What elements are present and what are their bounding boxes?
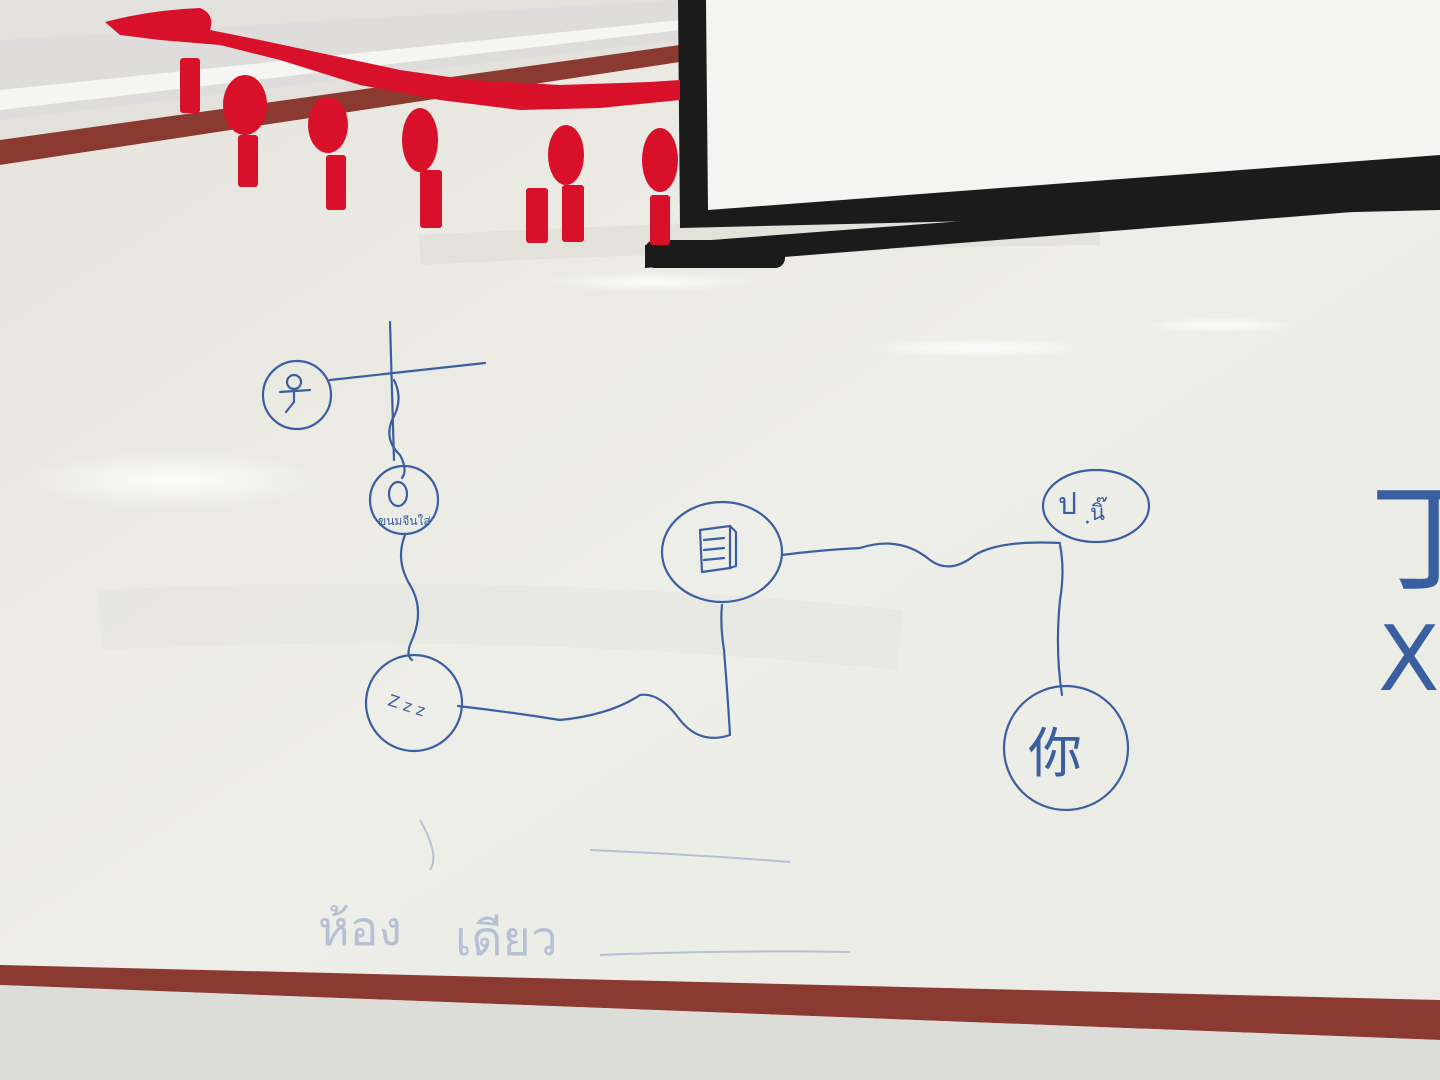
thai-character-pa: ป [1058, 487, 1077, 522]
edge-glyph-top: 丁 [1370, 470, 1440, 609]
node-food [368, 464, 440, 536]
building-icon [698, 524, 738, 574]
projector-screen [645, 0, 1440, 268]
stick-figure-icon [278, 373, 312, 414]
wavy-path-left [399, 533, 420, 662]
node-thai-word [1041, 468, 1151, 544]
horizontal-road [328, 361, 487, 382]
wavy-path-bottom [456, 603, 732, 739]
wavy-path-middle [780, 541, 1062, 568]
food-caption: ขนมจีนใส่ [378, 514, 431, 528]
red-paper-decoration [105, 8, 680, 245]
whiteboard-surface [0, 60, 1440, 1000]
wavy-path-right [1056, 543, 1064, 697]
light-reflection [25, 450, 325, 510]
ghost-word-2: เดียว [455, 911, 558, 967]
thai-character-ni: ฺนิ๊ [1085, 496, 1108, 526]
board-frame-bottom [0, 965, 1440, 1040]
ghost-word-1: ห้อง [318, 901, 402, 957]
wavy-path-top [388, 378, 406, 480]
bowl-icon [387, 480, 409, 508]
node-person [261, 359, 333, 431]
edge-glyph-middle: X [1378, 607, 1440, 712]
chinese-character-label: 你 [1028, 722, 1082, 785]
vertical-road [388, 320, 396, 462]
hand-drawn-map [261, 320, 1151, 812]
node-building [660, 500, 784, 604]
node-chinese-you [1002, 684, 1130, 812]
node-sleep [364, 653, 464, 753]
